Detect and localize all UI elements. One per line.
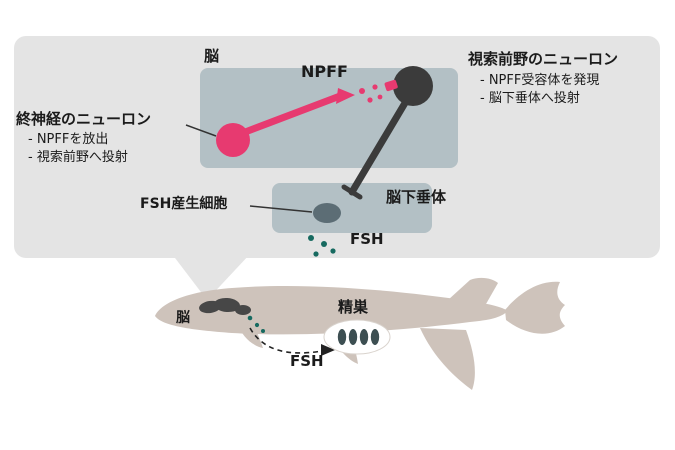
callout-tail (172, 254, 250, 300)
anal-fin (420, 328, 475, 390)
fsh-molecules-fish (247, 315, 265, 333)
preoptic-neuron-title: 視索前野のニューロン (468, 50, 619, 68)
npff-receptor (384, 79, 398, 92)
brain-box (200, 68, 458, 168)
fish-brain-label: 脳 (176, 310, 190, 326)
dorsal-fin (448, 277, 498, 304)
fish-silhouette (155, 277, 565, 390)
fish-brain (199, 297, 251, 315)
fsh-cell-pointer-line (249, 205, 313, 213)
testis-dots (337, 329, 380, 345)
axon-arrowhead (336, 88, 355, 104)
terminal-neuron-title: 終神経のニューロン (16, 110, 152, 128)
npff-molecules (359, 84, 383, 103)
preoptic-neuron-soma (393, 66, 433, 106)
fsh-molecules-panel (308, 235, 336, 257)
terminal-neuron-soma (216, 123, 250, 157)
testis-label: 精巣 (338, 298, 369, 316)
fish-fsh-label: FSH (290, 352, 324, 370)
axon-terminal-bar (341, 184, 363, 200)
npff-label: NPFF (301, 62, 348, 81)
terminal-nerve-neuron (216, 88, 355, 157)
caudal-fin (505, 281, 565, 334)
brain-box-label: 脳 (204, 47, 220, 65)
pituitary-box (272, 183, 432, 233)
panel-fsh-label: FSH (350, 230, 384, 248)
terminal-neuron-bullet-1: - NPFFを放出 (28, 132, 109, 147)
preoptic-neuron-bullet-1: - NPFF受容体を発現 (480, 73, 600, 88)
fish-body (155, 285, 508, 335)
preoptic-neuron (341, 66, 433, 200)
pituitary-label: 脳下垂体 (386, 188, 447, 206)
fsh-arrowhead (321, 344, 335, 356)
fsh-producing-cell (313, 203, 341, 223)
fsh-cell-label: FSH産生細胞 (140, 196, 228, 212)
preoptic-neuron-bullet-2: - 脳下垂体へ投射 (480, 91, 580, 106)
terminal-neuron-pointer-line (185, 124, 217, 137)
terminal-neuron-bullet-2: - 視索前野へ投射 (28, 150, 128, 165)
